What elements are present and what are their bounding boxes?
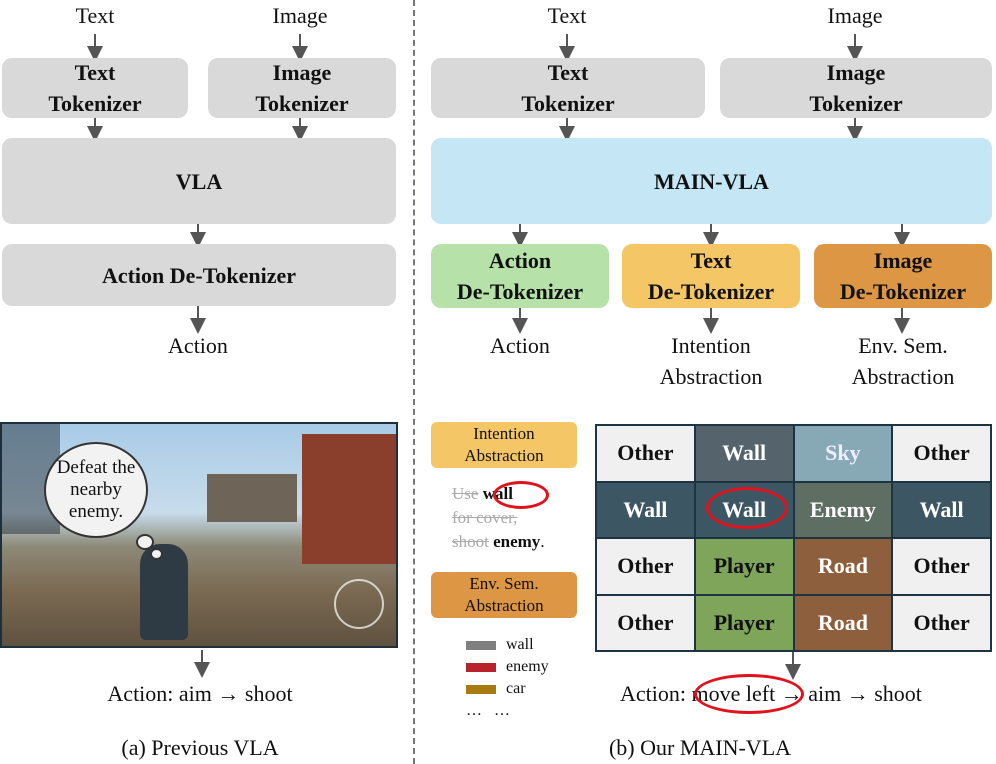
grid-cell: Player [695,595,793,650]
grid-cell: Other [893,539,990,594]
grid-cell: Other [597,539,694,594]
grid-cell: Road [794,539,892,594]
right-intention-output: Intention Abstraction [659,333,763,389]
left-action-sequence: Action: aim → shoot [107,681,293,706]
right-image-input-label: Image [827,3,883,28]
left-vla-box: VLA [2,138,396,224]
grid-cell: Road [794,595,892,650]
distant-houses [207,474,297,522]
right-action-output: Action [490,333,550,358]
period: . [540,532,545,551]
left-image-tokenizer: Image Tokenizer [208,58,396,118]
grid-cell: Wall [695,426,793,481]
right-image-tokenizer: Image Tokenizer [720,58,992,118]
fire-button-icon [334,579,384,629]
left-text-tokenizer: Text Tokenizer [2,58,188,118]
action-prefix: Action: [620,681,686,706]
grid-cell: Wall [893,482,990,537]
legend-more: … … [466,702,510,720]
thought-bubble: Defeat the nearby enemy. [44,442,148,538]
word-enemy: enemy [493,532,541,551]
right-env-output: Env. Sem. Abstraction [851,333,955,389]
legend-wall: wall [466,636,534,654]
legend-car: car [466,680,526,698]
env-sem-abstraction-pill: Env. Sem. Abstraction [431,572,577,618]
wall-word-highlight [493,481,549,509]
grid-cell: Player [695,539,793,594]
semantic-grid: Other Wall Sky Other Wall Wall Enemy Wal… [595,424,992,652]
right-image-detokenizer: Image De-Tokenizer [814,244,992,308]
right-caption: (b) Our MAIN-VLA [608,735,792,760]
strike-for-cover: for cover, [452,508,518,527]
right-text-tokenizer: Text Tokenizer [431,58,705,118]
panel-divider [413,0,415,764]
legend-swatch-wall [466,640,496,650]
game-screenshot: Defeat the nearby enemy. [0,422,398,648]
grid-cell: Sky [794,426,892,481]
grid-cell: Other [597,426,694,481]
player-character [140,544,188,640]
intention-abstraction-pill: Intention Abstraction [431,422,577,468]
brick-building [302,434,396,564]
grid-cell: Other [893,595,990,650]
grid-cell: Other [893,426,990,481]
legend-enemy: enemy [466,658,549,676]
wall-cell-highlight [706,487,788,529]
right-text-detokenizer: Text De-Tokenizer [622,244,800,308]
left-image-input-label: Image [272,3,328,28]
left-text-input-label: Text [75,3,115,28]
strike-shoot: shoot [452,532,489,551]
legend-swatch-car [466,684,496,694]
legend-label-car: car [506,680,526,697]
grid-cell: Enemy [794,482,892,537]
grid-cell: Wall [597,482,694,537]
legend-swatch-enemy [466,662,496,672]
left-action-detokenizer: Action De-Tokenizer [2,244,396,306]
bubble-dot-1 [136,534,154,550]
right-action-detokenizer: Action De-Tokenizer [431,244,609,308]
main-vla-box: MAIN-VLA [431,138,992,224]
strike-use: Use [452,484,479,503]
left-action-output: Action [168,333,228,358]
legend-label-ellipsis: … … [466,702,510,719]
move-left-highlight [694,674,804,714]
legend-label-enemy: enemy [506,658,549,675]
right-text-input-label: Text [547,3,587,28]
bubble-dot-2 [150,548,163,560]
action-rest: → aim → shoot [780,681,922,706]
legend-label-wall: wall [506,636,534,653]
left-caption: (a) Previous VLA [121,735,279,760]
grid-cell: Other [597,595,694,650]
